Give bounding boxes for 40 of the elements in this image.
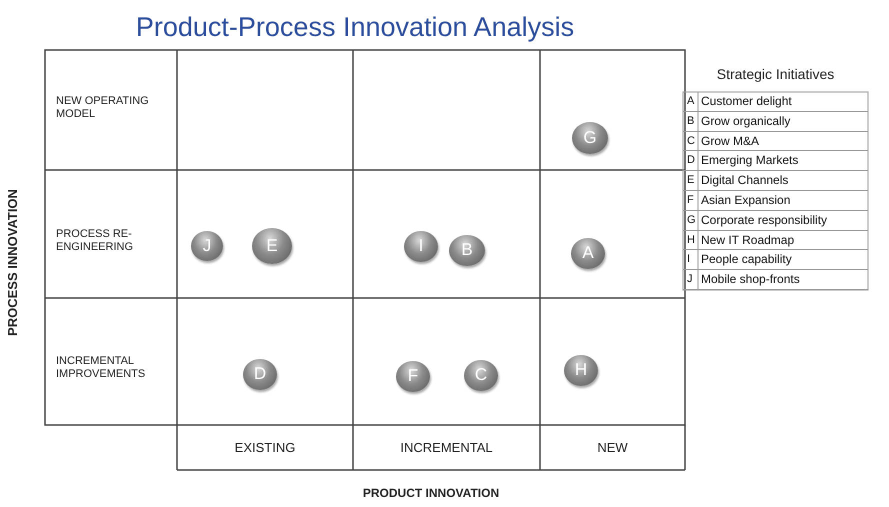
table-cell: Corporate responsibility xyxy=(698,210,868,231)
table-cell: People capability xyxy=(698,250,868,270)
initiative-bubble: J xyxy=(191,231,223,261)
initiative-bubble: F xyxy=(396,360,430,392)
initiative-bubble: C xyxy=(464,360,498,390)
chart-title: Product-Process Innovation Analysis xyxy=(134,12,576,43)
row-label: PROCESS RE-ENGINEERING xyxy=(56,228,134,254)
initiative-bubble: H xyxy=(564,354,598,386)
column-label: EXISTING xyxy=(234,440,296,455)
table-cell: B xyxy=(683,112,698,132)
table-cell: A xyxy=(683,92,698,112)
table-cell: H xyxy=(683,230,698,250)
initiative-bubble: G xyxy=(572,122,608,154)
axis-title: PROCESS INNOVATION xyxy=(4,188,20,338)
table-cell: Grow organically xyxy=(698,112,868,132)
row-label: INCREMENTAL IMPROVEMENTS xyxy=(56,355,146,381)
table-cell: New IT Roadmap xyxy=(698,230,868,250)
table-cell: Emerging Markets xyxy=(698,151,868,172)
initiative-bubble: A xyxy=(571,238,605,268)
table-cell: E xyxy=(683,171,698,191)
table-cell: Customer delight xyxy=(698,92,868,112)
table-cell: D xyxy=(683,151,698,172)
column-label: NEW xyxy=(596,440,629,455)
table-cell: Asian Expansion xyxy=(698,191,868,211)
initiative-bubble: E xyxy=(252,228,292,264)
table-cell: C xyxy=(683,132,698,152)
table-cell: Grow M&A xyxy=(698,132,868,152)
initiative-bubble: B xyxy=(449,234,485,266)
axis-title: PRODUCT INNOVATION xyxy=(362,486,500,500)
table-cell: Digital Channels xyxy=(698,171,868,191)
table-cell: J xyxy=(683,270,698,290)
initiative-bubble: D xyxy=(243,358,277,390)
table-cell: F xyxy=(683,191,698,211)
initiative-bubble: I xyxy=(404,230,438,262)
table-title: Strategic Initiatives xyxy=(716,66,836,82)
table-cell: Mobile shop-fronts xyxy=(698,270,868,290)
column-label: INCREMENTAL xyxy=(399,440,494,455)
table-cell: I xyxy=(683,250,698,270)
row-label: NEW OPERATING MODEL xyxy=(56,95,150,121)
table-cell: G xyxy=(683,210,698,231)
